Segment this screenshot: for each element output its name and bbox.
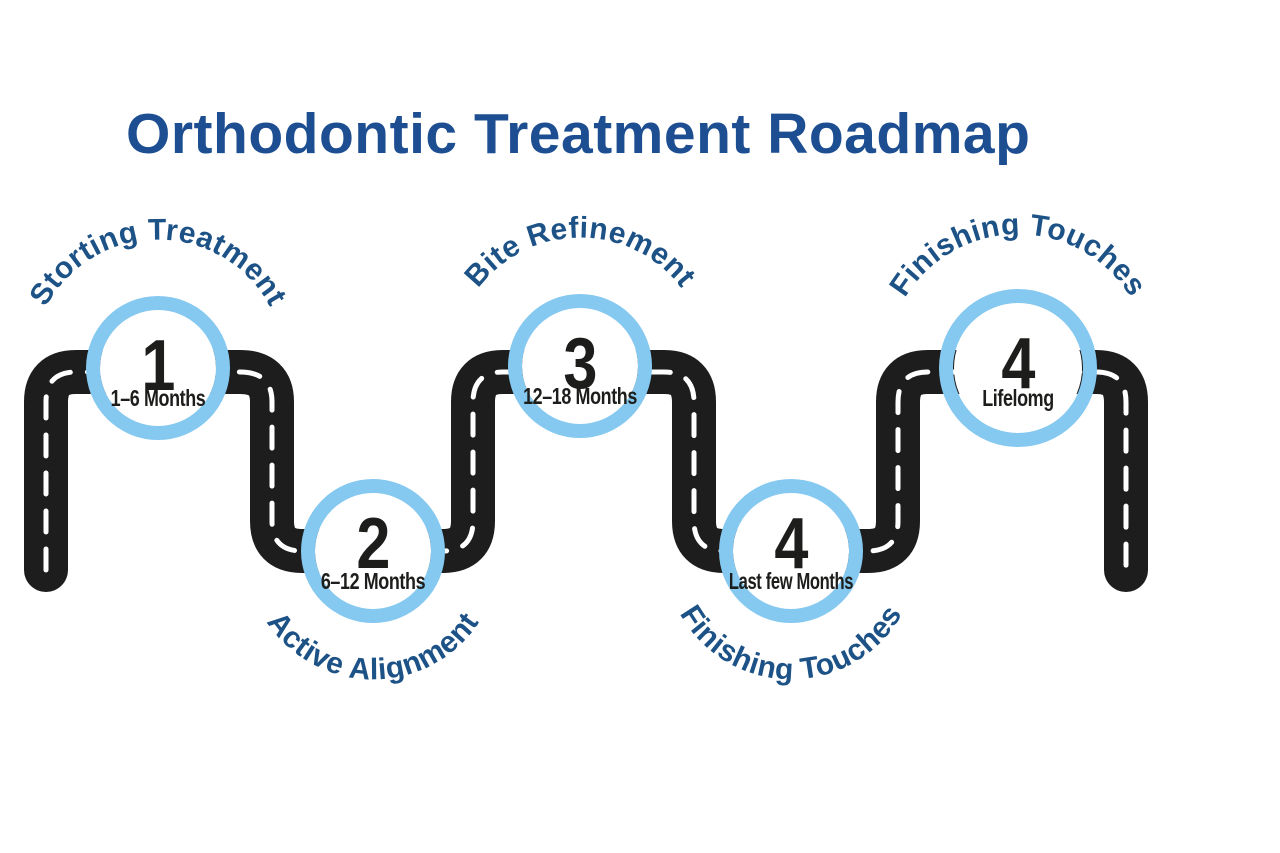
milestone-duration: Last few Months (729, 569, 854, 594)
milestone-number: 4 (774, 504, 808, 584)
milestone-circle (954, 304, 1082, 432)
milestone-duration: Lifelomg (982, 386, 1054, 412)
page-title: Orthodontic Treatment Roadmap (126, 102, 1031, 166)
milestone-number: 4 (1001, 324, 1035, 404)
milestone-number: 3 (563, 324, 596, 404)
milestone-label-text: Finishing Touches (883, 208, 1152, 302)
milestone-duration: 1–6 Months (111, 386, 206, 412)
milestone-circle (522, 308, 638, 424)
milestone-ring (508, 294, 652, 438)
milestone-circle (733, 493, 849, 609)
milestone-ring (719, 479, 863, 623)
milestone-number: 1 (141, 326, 174, 406)
milestone-circle (100, 310, 216, 426)
milestone-label: Bite Refinement (458, 212, 702, 294)
milestone-ring (939, 289, 1097, 447)
milestone-label-text: Bite Refinement (458, 212, 701, 294)
milestone-ring (301, 479, 445, 623)
milestone-ring (86, 296, 230, 440)
milestone-number: 2 (356, 504, 389, 584)
milestone-label: Finishing Touches (883, 208, 1152, 302)
milestone-duration: 6–12 Months (321, 569, 425, 595)
milestone-duration: 12–18 Months (523, 384, 637, 410)
milestone-circle (315, 493, 431, 609)
